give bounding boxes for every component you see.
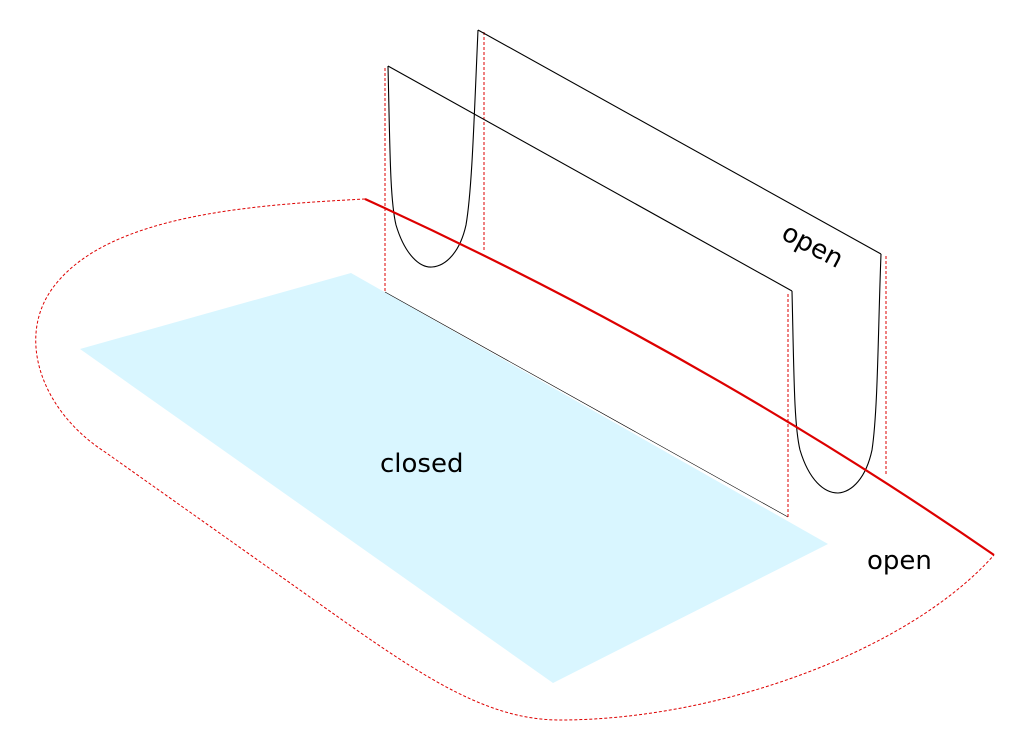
- open-sheet: [387, 29, 882, 494]
- sheet-back-u-curve: [791, 253, 882, 494]
- closed-region: [80, 273, 828, 683]
- sheet-top-edge: [387, 65, 793, 292]
- label-closed: closed: [380, 449, 463, 479]
- projection-lines: [384, 32, 887, 517]
- sheet-front-u-curve: [387, 29, 479, 268]
- boundary-curve: [364, 197, 995, 556]
- sheet-top-edge: [477, 29, 882, 255]
- label-open-plane: open: [867, 546, 932, 576]
- label-open-sheet: open: [777, 218, 848, 275]
- closed-region-edge: [384, 291, 789, 518]
